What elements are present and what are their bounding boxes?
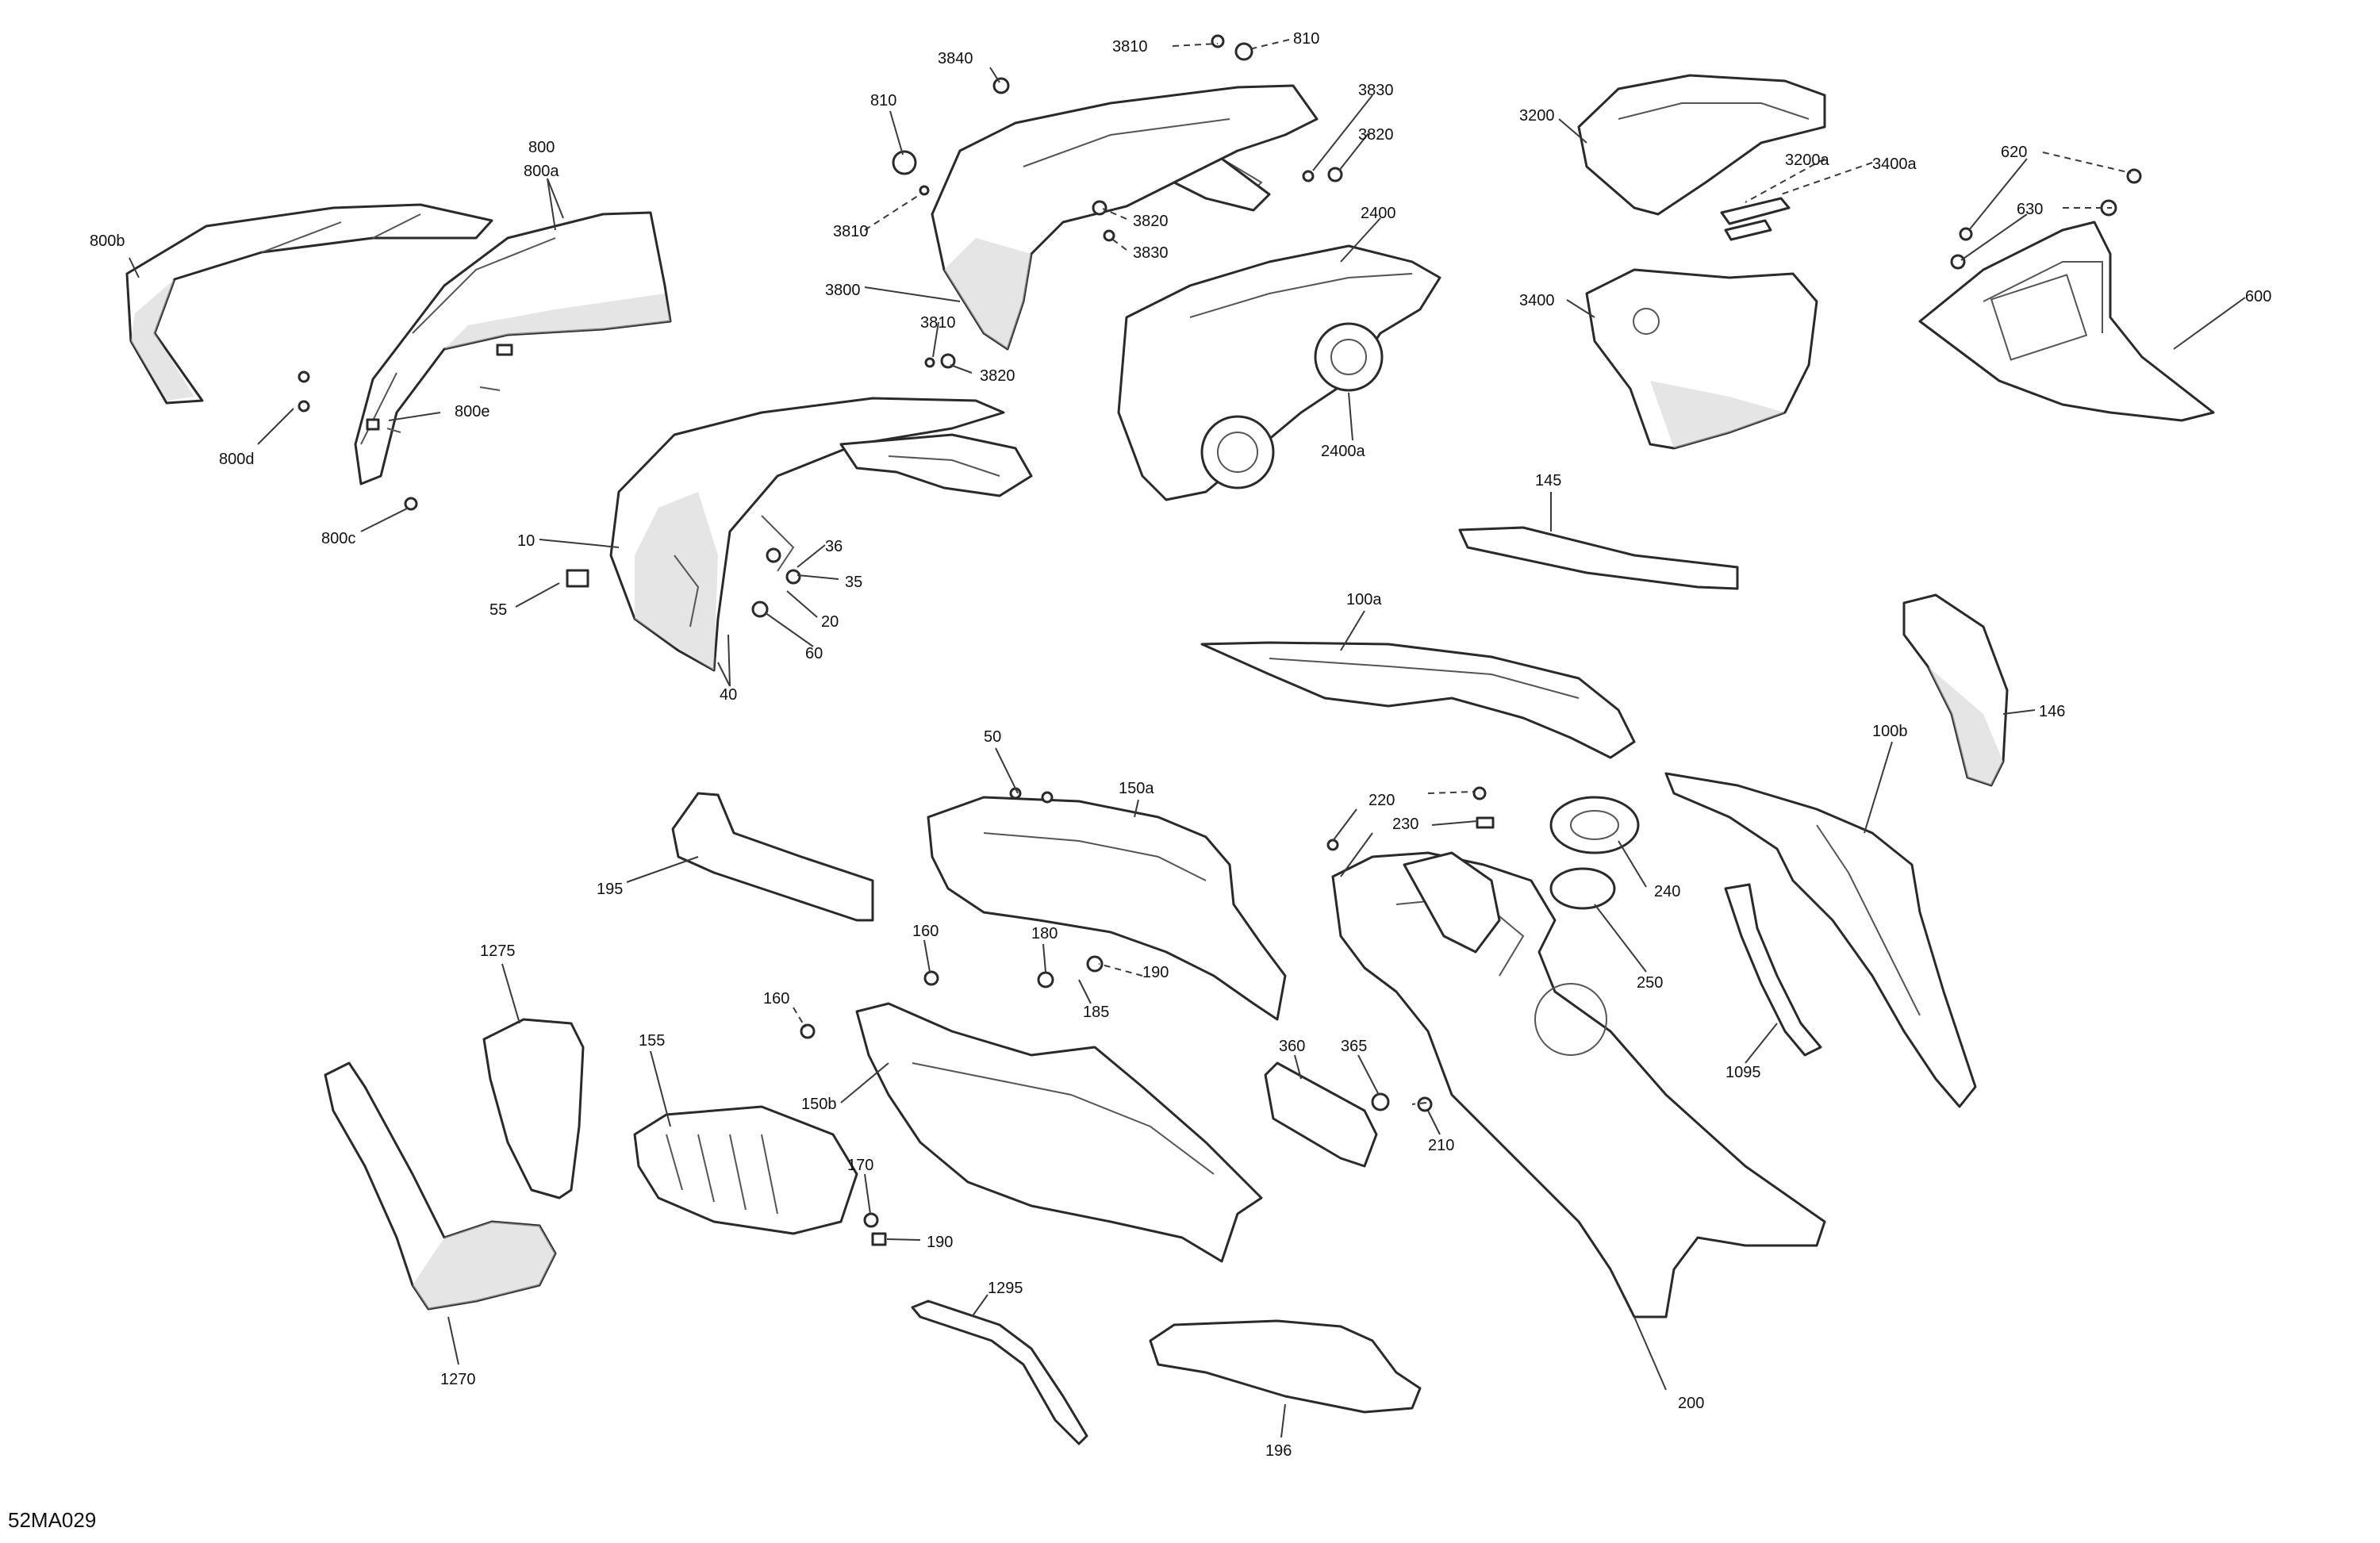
callout-3810-top: 3810 — [1112, 38, 1148, 56]
callout-1275: 1275 — [480, 942, 516, 960]
callout-185: 185 — [1083, 1004, 1109, 1021]
part-150b — [855, 1002, 1263, 1263]
callout-630: 630 — [2017, 201, 2043, 218]
part-800b — [125, 203, 493, 405]
part-1270 — [324, 1061, 557, 1311]
callout-40: 40 — [720, 686, 737, 704]
callout-1295: 1295 — [988, 1280, 1023, 1297]
callout-2400a: 2400a — [1321, 443, 1365, 460]
callout-labels: 800 800a 800b 800d 800e 800c 3840 3810 8… — [8, 30, 2271, 1532]
callout-170: 170 — [847, 1157, 873, 1174]
callout-190-low: 190 — [927, 1234, 953, 1251]
callout-50: 50 — [984, 728, 1001, 746]
callout-146: 146 — [2039, 703, 2065, 720]
part-600 — [1918, 221, 2215, 422]
figure-id: 52MA029 — [8, 1508, 96, 1532]
callout-800e: 800e — [455, 403, 490, 420]
callout-150a: 150a — [1119, 780, 1154, 797]
callout-10: 10 — [517, 532, 535, 550]
part-3400a — [1724, 219, 1772, 241]
callout-3810-low: 3810 — [920, 314, 956, 332]
part-2400 — [1117, 244, 1441, 501]
callout-35: 35 — [845, 574, 862, 591]
part-800 — [354, 211, 672, 486]
part-360 — [1264, 1061, 1378, 1168]
callout-160-left: 160 — [763, 990, 789, 1008]
part-100a — [1200, 641, 1636, 759]
callout-1270: 1270 — [440, 1371, 476, 1388]
callout-100b: 100b — [1872, 723, 1908, 740]
part-145 — [1458, 526, 1739, 590]
callout-3810-mid: 3810 — [833, 223, 869, 240]
callout-195: 195 — [597, 881, 623, 898]
callout-240: 240 — [1654, 883, 1680, 900]
callout-250: 250 — [1637, 974, 1663, 992]
callout-3830-upper: 3830 — [1358, 82, 1394, 99]
callout-600: 600 — [2245, 288, 2271, 305]
part-240 — [1549, 796, 1640, 854]
callout-810-top: 810 — [1293, 30, 1319, 48]
part-10-bracket — [839, 433, 1033, 497]
callout-3400: 3400 — [1519, 292, 1555, 309]
callout-1095: 1095 — [1726, 1064, 1761, 1081]
callout-55: 55 — [489, 601, 507, 619]
callout-36: 36 — [825, 538, 843, 555]
part-250 — [1549, 867, 1616, 910]
callout-3830-mid: 3830 — [1133, 244, 1169, 262]
hardware-fasteners — [298, 34, 2142, 1246]
callout-620: 620 — [2001, 144, 2027, 161]
part-10 — [609, 397, 1005, 672]
callout-3820-low: 3820 — [980, 367, 1015, 385]
part-155 — [633, 1105, 858, 1235]
callout-230: 230 — [1392, 816, 1418, 833]
part-1095 — [1724, 883, 1822, 1057]
leader-lines — [129, 39, 2246, 1438]
part-146 — [1902, 593, 2009, 787]
callout-60: 60 — [805, 645, 823, 662]
callout-180: 180 — [1031, 925, 1058, 942]
callout-810-left: 810 — [870, 92, 896, 109]
callout-800a: 800a — [524, 163, 559, 180]
callout-3820-upper: 3820 — [1358, 126, 1394, 144]
callout-800d: 800d — [219, 451, 255, 468]
part-100b — [1664, 772, 1977, 1108]
callout-800c: 800c — [321, 530, 355, 547]
callout-155: 155 — [639, 1032, 665, 1050]
part-3200 — [1577, 74, 1826, 216]
callout-190-mid: 190 — [1142, 964, 1169, 981]
callout-365: 365 — [1341, 1038, 1367, 1055]
callout-196: 196 — [1265, 1442, 1292, 1460]
callout-800: 800 — [528, 139, 555, 156]
callout-200: 200 — [1678, 1395, 1704, 1412]
callout-3200: 3200 — [1519, 107, 1555, 125]
part-195 — [671, 792, 874, 922]
callout-160-top: 160 — [912, 923, 939, 940]
part-200 — [1331, 851, 1826, 1318]
callout-20: 20 — [821, 613, 839, 631]
callout-220: 220 — [1368, 792, 1395, 809]
part-196 — [1149, 1319, 1422, 1414]
callout-3400a: 3400a — [1872, 155, 1917, 173]
callout-800b: 800b — [90, 232, 125, 250]
part-1295 — [911, 1299, 1088, 1445]
callout-150b: 150b — [801, 1096, 837, 1113]
callout-360: 360 — [1279, 1038, 1305, 1055]
part-3400 — [1585, 268, 1818, 450]
callout-3840: 3840 — [938, 50, 973, 67]
callout-145: 145 — [1535, 472, 1561, 489]
callout-3820-mid: 3820 — [1133, 213, 1169, 230]
callout-210: 210 — [1428, 1137, 1454, 1154]
part-3800 — [931, 84, 1319, 351]
part-1275 — [482, 1018, 585, 1199]
part-3200a — [1720, 197, 1791, 225]
callout-3800: 3800 — [825, 282, 861, 299]
part-150a — [927, 796, 1287, 1021]
callout-3200a: 3200a — [1785, 152, 1829, 169]
callout-2400: 2400 — [1361, 205, 1396, 222]
callout-100a: 100a — [1346, 591, 1382, 608]
